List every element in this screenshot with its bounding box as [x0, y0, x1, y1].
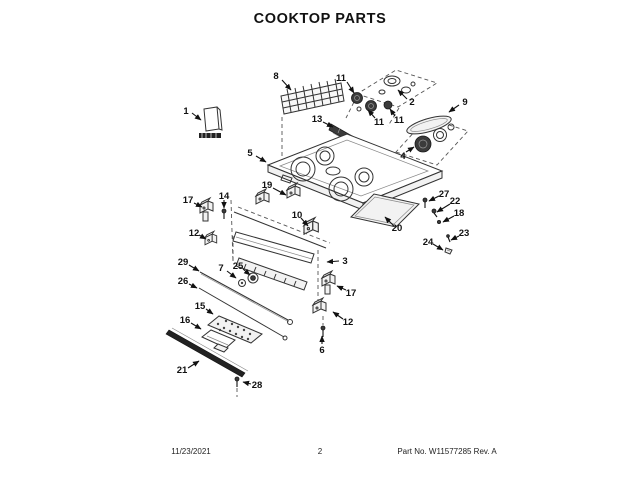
barcode [199, 133, 221, 138]
callout-arrow-17 [336, 285, 347, 291]
callout-label-17: 17 [183, 195, 194, 206]
callout-arrow-3 [326, 258, 340, 265]
callout-label-7: 7 [218, 263, 223, 274]
callout-label-6: 6 [319, 345, 324, 356]
callout-arrow-11 [389, 108, 396, 117]
callout-arrow-7 [226, 270, 237, 279]
part-21-trim-strip [165, 327, 249, 378]
callout-arrow-8 [281, 79, 292, 91]
part-12-bracket-left [204, 230, 218, 246]
callout-label-3: 3 [342, 256, 347, 267]
part-28-screw [234, 376, 240, 397]
callout-arrow-26 [188, 282, 198, 289]
callout-label-28: 28 [252, 380, 263, 391]
callout-arrow-16 [190, 322, 202, 330]
callout-label-11: 11 [336, 73, 347, 84]
callout-label-12: 12 [189, 228, 200, 239]
callout-arrow-20 [384, 216, 394, 226]
callout-label-13: 13 [312, 114, 323, 125]
callout-label-26: 26 [178, 276, 189, 287]
callout-label-5: 5 [247, 148, 253, 159]
callout-label-8: 8 [273, 71, 278, 82]
part-25-knob-shaft [247, 272, 259, 284]
callout-label-15: 15 [195, 301, 206, 312]
callout-arrow-11 [346, 81, 355, 94]
callout-label-22: 22 [450, 196, 461, 207]
callout-label-2: 2 [409, 97, 414, 108]
callout-label-29: 29 [178, 257, 189, 268]
callout-arrow-15 [205, 308, 214, 315]
footer-page-number: 2 [318, 447, 323, 456]
part-10-bracket [303, 217, 319, 235]
callout-label-10: 10 [292, 210, 303, 221]
callout-arrow-23 [450, 234, 460, 241]
part-3-manifold-panel [232, 206, 331, 302]
callout-arrow-2 [397, 89, 408, 100]
callout-arrow-25 [242, 268, 251, 276]
part-27-screw [422, 197, 428, 208]
callout-label-23: 23 [459, 228, 470, 239]
callout-label-12: 12 [343, 317, 354, 328]
callout-arrow-12 [332, 311, 344, 320]
part-17-bracket-left [199, 197, 214, 222]
part-18-screw [436, 219, 441, 224]
callout-arrow-28 [242, 380, 252, 387]
callout-label-17: 17 [346, 288, 357, 299]
part-29-rod [199, 271, 293, 325]
part-6-screw [320, 325, 326, 337]
part-1-label-card [199, 106, 223, 138]
footer-part-number: Part No. W11577285 Rev. A [397, 447, 497, 456]
callout-label-16: 16 [180, 315, 191, 326]
callout-label-4: 4 [400, 151, 406, 162]
callout-arrow-27 [428, 195, 440, 202]
callout-arrow-12 [198, 233, 207, 240]
part-7-grommet [238, 279, 246, 287]
callout-arrow-17 [193, 201, 203, 208]
part-22-screw [431, 208, 438, 218]
part-4-burner-head [414, 135, 432, 153]
footer-date: 11/23/2021 [171, 447, 211, 456]
part-11-burner-caps [351, 92, 393, 112]
callout-label-27: 27 [439, 189, 450, 200]
callout-label-14: 14 [219, 191, 230, 202]
callout-arrow-18 [442, 215, 455, 223]
callout-arrow-29 [188, 264, 200, 272]
part-20-griddle-tray [350, 193, 420, 228]
callout-label-18: 18 [454, 208, 465, 219]
part-15-spark-module [207, 315, 263, 344]
callout-label-9: 9 [462, 97, 467, 108]
part-24-clip [444, 247, 453, 255]
callout-label-11: 11 [394, 115, 405, 126]
callout-label-1: 1 [183, 106, 189, 117]
callout-arrow-11 [367, 109, 376, 119]
callout-arrow-5 [255, 155, 267, 163]
callout-arrow-9 [448, 104, 460, 113]
part-14-screw [221, 199, 234, 263]
part-16-bracket [201, 329, 236, 353]
page-title: COOKTOP PARTS [254, 11, 387, 27]
callout-arrow-21 [187, 360, 200, 369]
callout-label-25: 25 [233, 261, 244, 272]
callout-arrow-24 [432, 243, 444, 251]
callout-label-24: 24 [423, 237, 434, 248]
callout-arrow-10 [300, 217, 309, 227]
callout-arrow-22 [436, 203, 451, 213]
callout-label-21: 21 [177, 365, 188, 376]
callout-label-20: 20 [392, 223, 403, 234]
callout-arrow-13 [322, 121, 334, 128]
callout-label-19: 19 [262, 180, 273, 191]
callout-arrow-19 [272, 187, 287, 196]
part-9-oval-burner-assembly [395, 115, 469, 166]
part-17-bracket-right [321, 270, 336, 295]
callout-label-11: 11 [374, 117, 385, 128]
part-23-pin [446, 234, 451, 243]
part-12-bracket-right [312, 297, 327, 325]
part-8-grate [280, 78, 345, 158]
callout-arrow-4 [405, 146, 415, 153]
callout-arrow-1 [191, 112, 202, 121]
part-26-harness [198, 287, 288, 341]
